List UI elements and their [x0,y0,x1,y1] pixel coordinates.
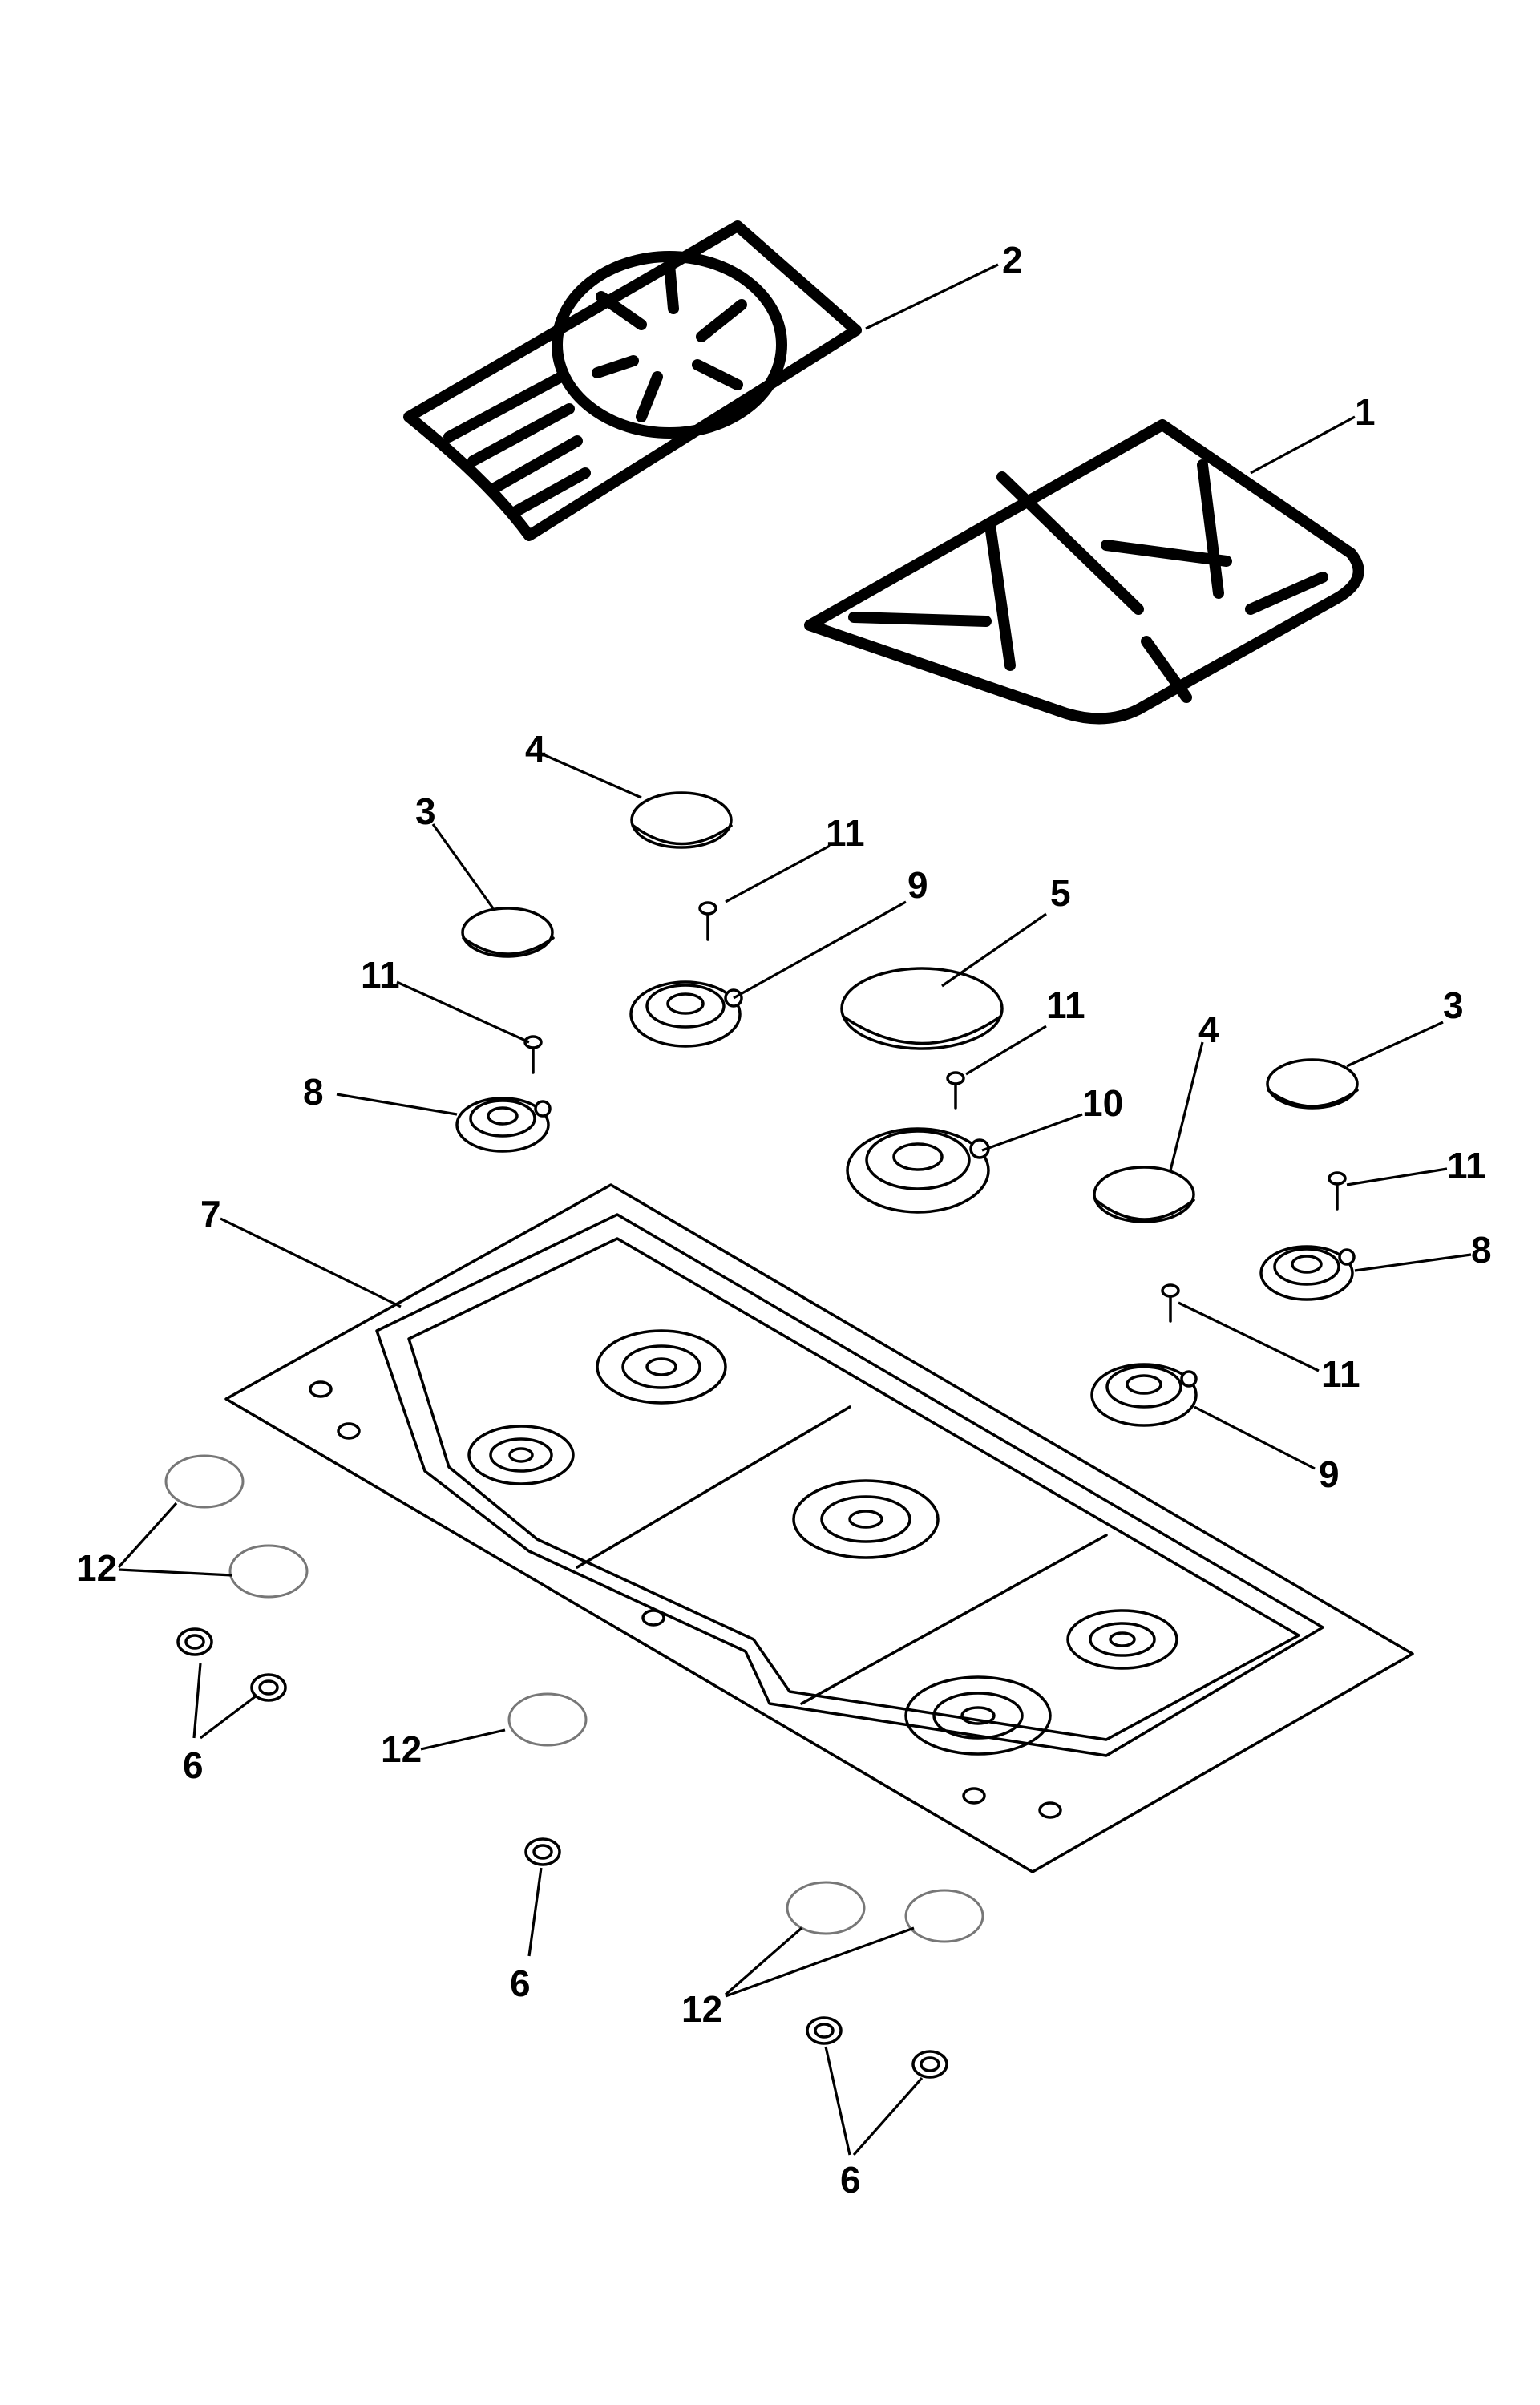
knob-1 [164,1454,245,1509]
callout-11-e: 11 [361,954,400,996]
callout-6-b: 6 [510,1962,531,2004]
callout-7: 7 [200,1193,221,1235]
screw-a [698,901,717,941]
callout-10: 10 [1082,1082,1123,1124]
callout-3-right: 3 [1443,984,1464,1026]
cooktop-body [224,1183,1414,1873]
burner-caps [461,791,1359,1223]
bezel-1 [176,1627,213,1656]
callout-11-c: 11 [1447,1145,1486,1186]
callout-6-a: 6 [183,1744,204,1786]
callout-8-right: 8 [1471,1229,1492,1271]
callout-12-b: 12 [381,1728,422,1770]
leader-lines [117,263,1472,2156]
bezel-2 [250,1673,287,1702]
knob-5 [904,1889,984,1943]
knob-3 [507,1692,588,1747]
callout-4-upper: 4 [525,728,546,770]
cap-3-left [461,907,555,958]
cap-4-lower [1093,1166,1195,1223]
bezel-4 [806,2016,843,2045]
callout-6-c: 6 [840,2159,861,2201]
callout-9-lower: 9 [1319,1453,1340,1495]
knob-4 [786,1881,866,1935]
callout-11-a: 11 [826,812,865,854]
grate-right [804,419,1364,725]
callout-labels: 1 2 3 4 11 9 5 11 10 4 3 11 8 11 9 11 8 … [76,239,1492,2201]
bezel-3 [524,1837,561,1866]
callout-12-a: 12 [76,1547,117,1589]
callout-9-upper: 9 [907,864,928,906]
knob-2 [228,1544,309,1599]
callout-11-d: 11 [1321,1353,1360,1395]
callout-3-left: 3 [415,790,436,832]
callout-1: 1 [1355,391,1376,433]
burner-9-upper [629,980,743,1048]
cap-4-upper [630,791,733,849]
screw-c [946,1071,965,1110]
bezel-5 [911,2050,948,2079]
burner-9-lower [1090,1363,1198,1427]
screw-b [523,1035,543,1074]
cap-3-right [1266,1058,1359,1110]
callout-11-b: 11 [1046,984,1085,1026]
callout-4-lower: 4 [1198,1008,1219,1050]
cap-5-center [840,967,1004,1050]
bezels [176,1627,948,2079]
burner-heads [455,980,1356,1427]
callout-8-left: 8 [303,1071,324,1113]
burner-10 [846,1127,990,1214]
burner-8-left [455,1097,552,1153]
callout-5: 5 [1050,872,1071,914]
screw-d [1328,1171,1347,1211]
screw-e [1161,1283,1180,1323]
callout-2: 2 [1002,239,1023,281]
burner-8-right [1259,1245,1356,1301]
knobs [164,1454,984,1943]
screws [523,901,1347,1323]
grate-left [403,220,862,541]
callout-12-c: 12 [681,1988,722,2030]
